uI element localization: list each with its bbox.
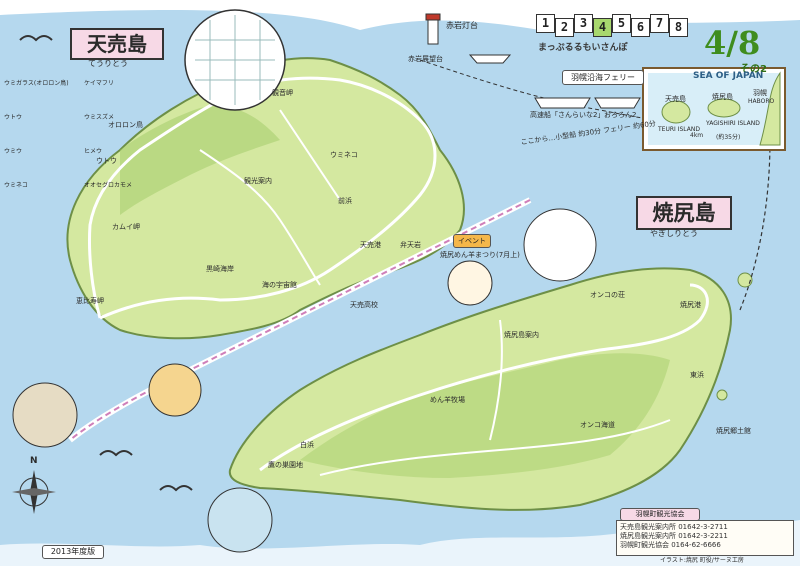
- lighthouse-label: 赤岩灯台: [446, 21, 478, 30]
- event-tag: イベント: [453, 234, 491, 248]
- teuri-place-label: 弁天岩: [400, 241, 421, 249]
- inset-yagishiri-en: YAGISHIRI ISLAND: [706, 120, 760, 127]
- inset-haboro: 羽幌: [753, 89, 767, 97]
- bird-legend-item: ウミウ: [4, 148, 23, 155]
- page-number-7[interactable]: 7: [650, 14, 669, 33]
- series-label: まっぷるるもいさんぽ: [538, 43, 628, 53]
- teuri-place-label: 天売高校: [350, 301, 378, 309]
- inset-teuri-en: TEURI ISLAND: [658, 126, 700, 133]
- yagishiri-place-label: 焼尻港: [680, 301, 701, 309]
- teuri-place-label: 海の宇宙館: [262, 281, 297, 289]
- teuri-road: [88, 76, 437, 320]
- page-number-2[interactable]: 2: [555, 18, 574, 37]
- teuri-place-label: カムイ岬: [112, 223, 140, 231]
- bird-legend-item: ヒメウ: [84, 148, 103, 155]
- inset-yagishiri: 焼尻島: [712, 93, 733, 101]
- yagishiri-place-label: 白浜: [300, 441, 314, 449]
- info-text: 天売島観光案内所 01642-3-2711 焼尻島観光案内所 01642-3-2…: [616, 520, 794, 556]
- inset-distance: 4km: [690, 132, 704, 139]
- page-number-5[interactable]: 5: [612, 14, 631, 33]
- bird-legend-item: ケイマフリ: [84, 80, 114, 87]
- teuri-place-label: 恵比寿岬: [76, 297, 104, 305]
- event-text: 焼尻めん羊まつり(7月上): [440, 251, 520, 259]
- teuri-place-label: 観音岬: [272, 89, 293, 97]
- teuri-title: 天売島: [70, 28, 164, 60]
- yagishiri-place-label: オンコ海道: [580, 421, 615, 429]
- inset-time: (約35分): [716, 134, 741, 141]
- page-number-6[interactable]: 6: [631, 18, 650, 37]
- teuri-reading: てうりとう: [88, 59, 128, 68]
- yagishiri-place-label: 東浜: [690, 371, 704, 379]
- yagishiri-title: 焼尻島: [636, 196, 732, 230]
- teuri-place-label: 赤岩展望台: [408, 55, 443, 63]
- page-number-4[interactable]: 4: [593, 18, 612, 37]
- inset-sea-label: SEA OF JAPAN: [693, 71, 764, 81]
- teuri-place-label: ウミネコ: [330, 151, 358, 159]
- yagishiri-reading: やぎしりとう: [650, 229, 698, 238]
- bird-legend-item: ウミガラス(オロロン鳥): [4, 80, 69, 87]
- page-number-8[interactable]: 8: [669, 18, 688, 37]
- page-counter: 4/8: [704, 24, 761, 62]
- yagishiri-place-label: めん羊牧場: [430, 396, 465, 404]
- yagishiri-place-label: 鷹の巣園地: [268, 461, 303, 469]
- page-number-3[interactable]: 3: [574, 14, 593, 33]
- inset-teuri: 天売島: [665, 95, 686, 103]
- bird-legend-item: ウミスズメ: [84, 114, 115, 121]
- teuri-place-label: 前浜: [338, 197, 352, 205]
- teuri-place-label: 天売港: [360, 241, 381, 249]
- ferry-ship-1: 高速船「さんらいな2」: [530, 111, 605, 119]
- bird-legend-item: ウトウ: [4, 114, 23, 121]
- ferry-title: 羽幌沿海フェリー: [562, 70, 644, 85]
- page-sub: その2: [740, 64, 767, 75]
- bird-legend-item: オオセグロカモメ: [84, 182, 133, 189]
- teuri-place-label: ウトウ: [96, 157, 117, 165]
- teuri-place-label: 黒崎海岸: [206, 265, 234, 273]
- yagishiri-road: [259, 283, 709, 472]
- yagishiri-place-label: 焼尻島案内: [504, 331, 539, 339]
- ferry-ship-2: おろろん2: [604, 111, 637, 119]
- compass-north: N: [30, 456, 38, 466]
- page-number-1[interactable]: 1: [536, 14, 555, 33]
- credit: イラスト:焼尻 町役/サーヌ工房: [660, 557, 744, 564]
- yagishiri-place-label: 焼尻郷土館: [716, 427, 751, 435]
- teuri-place-label: 観光案内: [244, 177, 272, 185]
- yagishiri-place-label: オンコの荘: [590, 291, 625, 299]
- teuri-place-label: オロロン鳥: [108, 121, 143, 129]
- bird-legend-item: ウミネコ: [4, 182, 28, 189]
- edition-badge: 2013年度版: [42, 545, 104, 559]
- inset-haboro-en: HABORO: [748, 98, 775, 105]
